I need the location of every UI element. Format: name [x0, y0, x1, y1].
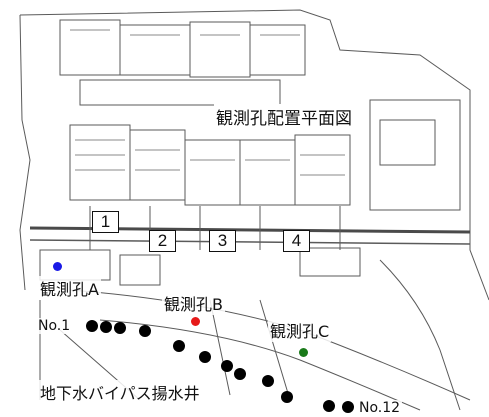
unit-1-label: 1	[92, 211, 119, 233]
unit-4-label: 4	[283, 230, 310, 252]
bypass-well-8	[234, 368, 246, 380]
bypass-well-11	[323, 400, 335, 412]
observation-well-a-label: 観測孔A	[38, 276, 101, 300]
bypass-well-1	[86, 320, 98, 332]
bypass-well-4	[139, 325, 151, 337]
bypass-well-7	[221, 360, 233, 372]
unit-3-label: 3	[209, 230, 236, 252]
bypass-start-label: No.1	[36, 318, 73, 334]
observation-well-b-marker	[191, 317, 200, 326]
observation-well-c-marker	[299, 348, 308, 357]
bypass-well-6	[199, 351, 211, 363]
bypass-well-12	[342, 401, 354, 413]
bypass-well-2	[100, 321, 112, 333]
observation-well-b-label: 観測孔B	[162, 291, 225, 315]
map-title: 観測孔配置平面図	[214, 104, 354, 129]
observation-well-c-label: 観測孔C	[268, 318, 332, 342]
bypass-wells-label: 地下水バイパス揚水井	[38, 380, 202, 404]
bypass-well-9	[262, 375, 274, 387]
observation-well-a-marker	[53, 262, 62, 271]
bypass-well-10	[281, 391, 293, 403]
bypass-well-5	[173, 340, 185, 352]
unit-2-label: 2	[149, 230, 176, 252]
bypass-well-3	[114, 322, 126, 334]
bypass-end-label: No.12	[357, 400, 403, 416]
